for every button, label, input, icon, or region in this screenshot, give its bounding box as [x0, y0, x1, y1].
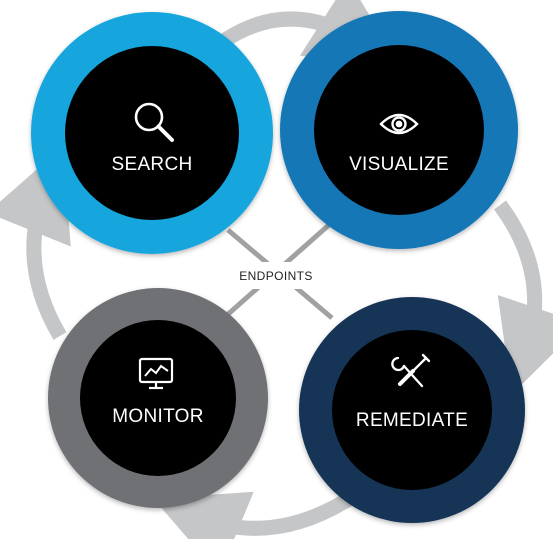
center-badge: ENDPOINTS: [222, 262, 330, 289]
arrow-monitor-to-search: [0, 146, 71, 340]
remediate-label: REMEDIATE: [356, 410, 468, 431]
arrow-visualize-to-remediate: [493, 200, 553, 395]
monitor-label: MONITOR: [112, 406, 203, 427]
search-label: SEARCH: [112, 154, 193, 175]
wrench-screwdriver-icon: [391, 353, 431, 388]
remediate-core: [332, 330, 492, 490]
center-badge-box: [222, 262, 330, 289]
eye-icon: [379, 113, 419, 135]
search-core: [65, 46, 239, 220]
node-search: [31, 12, 273, 254]
monitor-core: [80, 320, 236, 476]
monitor-chart-icon: [138, 357, 174, 390]
search-icon: [134, 102, 174, 142]
arrow-remediate-to-monitor: [153, 490, 357, 539]
node-remediate: [299, 297, 525, 523]
node-monitor: [48, 288, 268, 508]
visualize-label: VISUALIZE: [349, 154, 449, 175]
center-label: ENDPOINTS: [239, 269, 313, 283]
